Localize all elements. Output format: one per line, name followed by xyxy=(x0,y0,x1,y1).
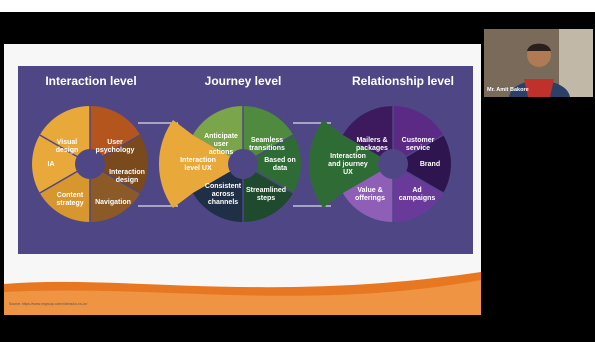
label-value-offerings: Value &offerings xyxy=(355,187,385,202)
presentation-slide: Interaction level Journey level Relation… xyxy=(4,44,481,315)
segment-ia xyxy=(32,135,90,193)
segment-seamless-transitions xyxy=(243,106,294,164)
title-relationship-level: Relationship level xyxy=(351,74,455,88)
segment-consistent-across-channels xyxy=(192,164,243,222)
segment-customer-service xyxy=(393,106,444,164)
orange-wave-decoration xyxy=(4,254,481,315)
segment-ad-campaigns xyxy=(393,164,444,222)
wheel-hub xyxy=(75,149,105,179)
window-top-strip xyxy=(0,0,595,12)
participant-name: Mr. Amit Bakore xyxy=(487,87,529,93)
diagram-panel: Interaction level Journey level Relation… xyxy=(18,66,473,256)
title-interaction-level: Interaction level xyxy=(45,74,137,88)
segment-streamlined-steps xyxy=(243,164,294,222)
segment-mailers-packages xyxy=(342,106,393,164)
label-navigation: Navigation xyxy=(95,199,131,206)
segment-user-psychology xyxy=(90,106,141,164)
label-ia: IA xyxy=(48,161,55,168)
segment-interaction-design xyxy=(90,135,148,193)
title-journey-level: Journey level xyxy=(204,74,282,88)
segment-content-strategy xyxy=(39,164,90,222)
segment-anticipate-user-actions xyxy=(192,106,243,164)
participant-video-tile[interactable]: Mr. Amit Bakore xyxy=(484,29,593,97)
participant-avatar xyxy=(484,29,593,97)
segment-based-on-data xyxy=(243,135,301,193)
source-citation: Source: https://www.nngroup.com/videos/u… xyxy=(9,302,88,306)
segment-interaction-level-ux xyxy=(158,120,243,208)
segment-brand xyxy=(393,135,451,193)
segment-value-offerings xyxy=(342,164,393,222)
wheel-hub xyxy=(228,149,258,179)
label-brand: Brand xyxy=(420,161,440,168)
segment-interaction-journey-ux xyxy=(308,120,393,208)
segment-navigation xyxy=(90,164,141,222)
wheel-hub xyxy=(378,149,408,179)
label-mailers-packages: Mailers &packages xyxy=(356,137,388,152)
segment-visual-design xyxy=(39,106,90,164)
